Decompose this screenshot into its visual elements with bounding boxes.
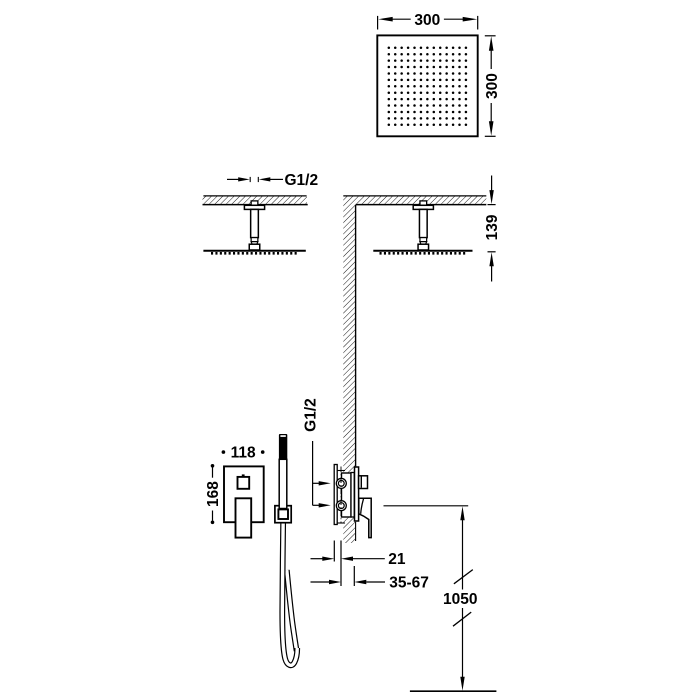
- svg-text:35-67: 35-67: [389, 574, 429, 591]
- svg-text:G1/2: G1/2: [285, 172, 319, 189]
- svg-text:300: 300: [414, 12, 440, 29]
- svg-text:1050: 1050: [443, 591, 477, 608]
- svg-text:118: 118: [231, 445, 256, 462]
- svg-text:300: 300: [484, 73, 501, 99]
- svg-text:G1/2: G1/2: [303, 398, 320, 432]
- svg-text:168: 168: [205, 481, 222, 507]
- svg-text:21: 21: [388, 551, 406, 568]
- svg-text:139: 139: [484, 214, 501, 240]
